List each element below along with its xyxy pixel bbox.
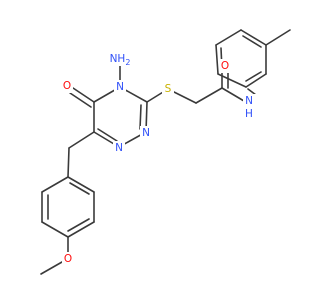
bond-n1-c6-double bbox=[97, 128, 118, 142]
bond-c3-n2-double bbox=[139, 104, 142, 130]
label-bg-o-ring bbox=[61, 79, 73, 93]
bond-c5-o-double bbox=[69, 92, 92, 108]
atom-nh2-main: NH bbox=[110, 53, 126, 65]
label-bg-nh-amide bbox=[243, 94, 257, 120]
label-bg-s bbox=[162, 82, 174, 96]
bonds bbox=[40, 29, 291, 275]
atom-n1: N bbox=[115, 142, 123, 154]
bond-c6-ch2 bbox=[68, 131, 95, 149]
atom-n-amide: N bbox=[245, 95, 253, 107]
label-bg-n2 bbox=[140, 126, 152, 140]
atom-nh2: NH2 bbox=[110, 53, 131, 67]
bond-o-ch3 bbox=[40, 261, 63, 275]
atom-o-methoxy: O bbox=[64, 253, 72, 265]
bond-tolyl-2 bbox=[215, 44, 219, 75]
atom-o-amide: O bbox=[221, 60, 229, 72]
atom-nh2-sub: 2 bbox=[125, 58, 130, 67]
bond-mp-4 bbox=[41, 221, 69, 238]
bond-tolyl-methyl bbox=[265, 29, 291, 46]
label-bg-n1 bbox=[113, 141, 125, 155]
bond-mp-1 bbox=[67, 176, 95, 193]
bond-ch2-co bbox=[195, 87, 223, 104]
bond-tolyl-4-double bbox=[242, 35, 262, 48]
bond-co-nh bbox=[221, 87, 245, 102]
bond-tolyl-3 bbox=[215, 29, 242, 46]
atom-h-amide: H bbox=[245, 108, 253, 120]
bond-c5-o bbox=[72, 87, 95, 103]
bond-tolyl-6-double bbox=[245, 71, 262, 82]
bond-tolyl-1 bbox=[217, 73, 247, 88]
label-bg-o-methoxy bbox=[62, 252, 74, 266]
atom-n2: N bbox=[142, 127, 150, 139]
bond-mp-6 bbox=[41, 176, 69, 193]
atom-s: S bbox=[165, 83, 172, 95]
bond-ch2-aryl bbox=[67, 147, 70, 178]
bond-tolyl-6 bbox=[245, 73, 267, 88]
bond-mp-3-double bbox=[67, 218, 90, 232]
atom-o-carbonyl-ring: O bbox=[63, 80, 71, 92]
atom-labels: NH2 N N N O S O N H O bbox=[61, 52, 257, 266]
bond-mp-3 bbox=[67, 221, 95, 238]
label-bg-n4 bbox=[114, 80, 126, 94]
bond-tolyl-4 bbox=[240, 29, 267, 46]
molecule-structure-diagram: NH2 N N N O S O N H O bbox=[40, 29, 291, 275]
atom-n4: N bbox=[116, 81, 124, 93]
label-bg-o-amide bbox=[219, 59, 231, 73]
bond-mp-1-double bbox=[69, 182, 90, 195]
label-bg-nh2 bbox=[111, 52, 137, 66]
